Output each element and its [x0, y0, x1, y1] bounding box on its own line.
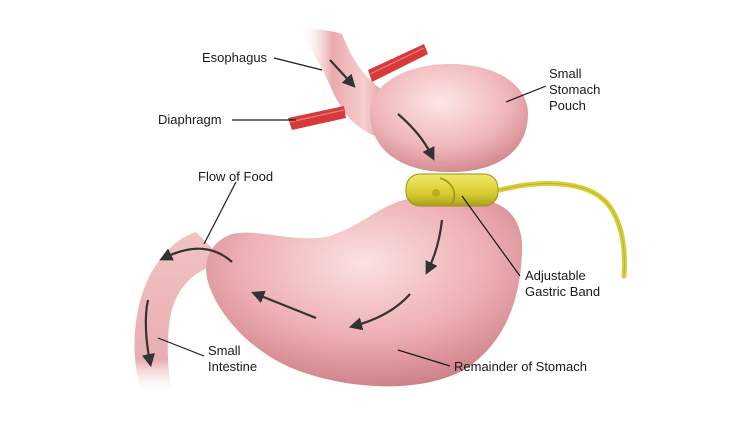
label-diaphragm: Diaphragm [158, 112, 222, 127]
label-flow-of-food: Flow of Food [198, 169, 274, 184]
flow-arrow-stomach-3 [251, 290, 317, 320]
leader-esophagus [273, 57, 323, 71]
label-small-intestine: Small Intestine [208, 343, 257, 375]
stomach-remainder-shape [206, 196, 523, 387]
leader-adjustable-gastric-band [461, 195, 521, 277]
label-small-intestine-line-1: Small [208, 343, 241, 358]
label-small-stomach-pouch-line-3: Pouch [549, 98, 586, 113]
label-esophagus: Esophagus [202, 50, 268, 65]
diaphragm-shape [288, 44, 428, 130]
leader-small-intestine [157, 337, 205, 357]
leader-lines [157, 57, 547, 367]
flow-arrow-stomach-2 [348, 293, 411, 331]
small-intestine-shape [134, 232, 226, 392]
leader-flow-of-food [203, 181, 237, 245]
leader-remainder-of-stomach [397, 349, 451, 367]
gastric-band-shape [405, 173, 627, 279]
label-adjustable-gastric-band-line-2: Gastric Band [525, 284, 601, 299]
flow-arrow-intestine-top [159, 247, 233, 263]
label-small-stomach-pouch-line-2: Stomach [549, 82, 601, 97]
label-remainder-of-stomach: Remainder of Stomach [454, 359, 587, 374]
flow-arrow-esophagus [329, 59, 356, 88]
label-adjustable-gastric-band: Adjustable Gastric Band [525, 268, 600, 300]
label-small-stomach-pouch: Small Stomach Pouch [549, 66, 600, 114]
stomach-pouch-shape [370, 64, 528, 173]
flow-arrow-intestine-down [141, 299, 155, 368]
leader-small-stomach-pouch [505, 85, 547, 103]
flow-arrow-stomach-1 [425, 219, 444, 275]
label-adjustable-gastric-band-line-1: Adjustable [525, 268, 586, 283]
label-small-intestine-line-2: Intestine [208, 359, 258, 374]
label-small-stomach-pouch-line-1: Small [549, 66, 582, 81]
flow-arrows [141, 59, 444, 368]
flow-arrow-pouch [397, 113, 435, 161]
